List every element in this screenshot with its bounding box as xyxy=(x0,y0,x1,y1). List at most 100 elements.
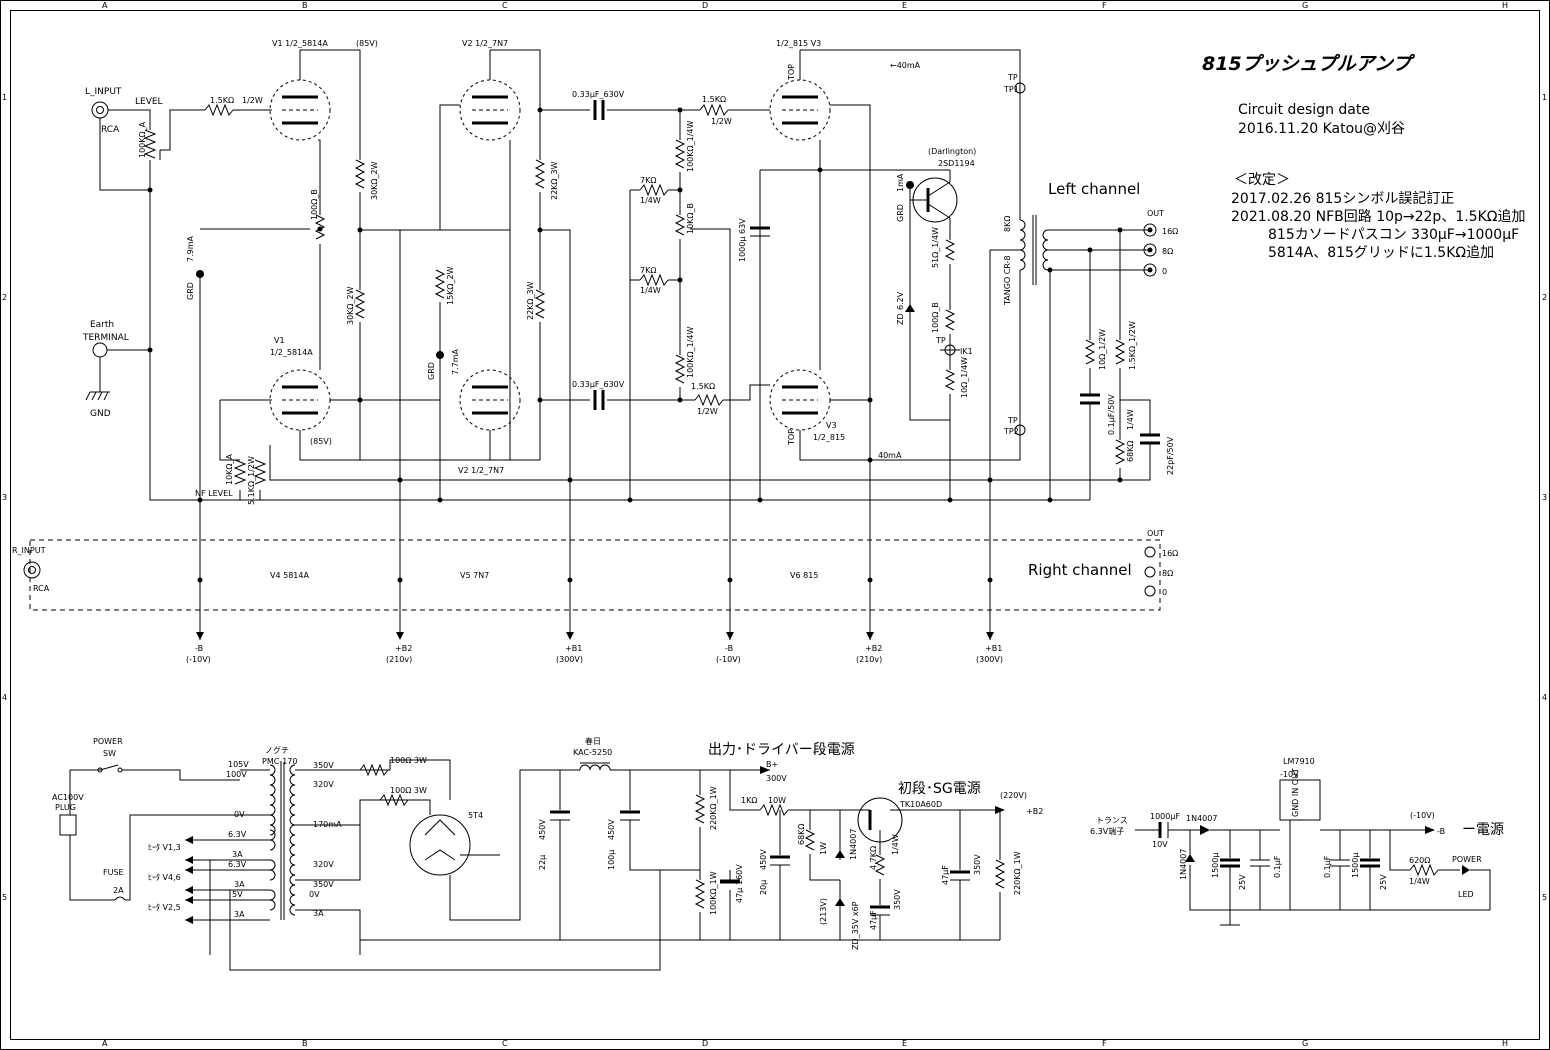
label: 3A xyxy=(234,910,245,919)
section-heading: 初段･SG電源 xyxy=(898,780,981,797)
tube-v2-top xyxy=(459,79,521,141)
out-jack-8 xyxy=(1143,243,1157,257)
label: 22μ xyxy=(538,855,547,870)
label: RCA xyxy=(33,584,50,593)
label: ノグチ xyxy=(265,745,289,755)
zone-column-label: G xyxy=(1302,1039,1308,1048)
tube-v2-bottom xyxy=(459,369,521,431)
label: 10W xyxy=(768,796,786,805)
zone-column-label: F xyxy=(1102,1039,1107,1048)
zone-column-label: H xyxy=(1502,1,1508,10)
label: FUSE xyxy=(103,868,124,877)
label: 10KΩ_B xyxy=(686,203,695,234)
label: 8Ω xyxy=(1162,569,1173,578)
zener-diode xyxy=(905,304,915,312)
revision-line: 2017.02.26 815シンボル誤記訂正 xyxy=(1231,190,1454,207)
label: 100KΩ_1/4W xyxy=(686,326,695,378)
inner-frame xyxy=(10,10,1540,1040)
label: 1/2_815 xyxy=(813,433,845,442)
right-channel-box xyxy=(29,539,1161,611)
label: KAC-5250 xyxy=(573,748,612,757)
label: 350V xyxy=(313,761,334,770)
label: (-10V) xyxy=(1410,811,1435,820)
label: ﾋｰﾀ V4,6 xyxy=(148,873,181,882)
label: 10V xyxy=(1152,840,1168,849)
fuse xyxy=(114,896,126,901)
label: 1/4W xyxy=(891,834,900,855)
label: OUT xyxy=(1147,529,1164,538)
label: PMC-170 xyxy=(262,757,297,766)
power-led xyxy=(1462,865,1470,875)
label: GND xyxy=(90,409,111,419)
label: -B xyxy=(1437,827,1445,836)
label: 20μ xyxy=(759,880,768,895)
label: 68KΩ xyxy=(1126,440,1135,462)
label: 1/2_815 V3 xyxy=(776,39,821,48)
r-out-jack-0 xyxy=(1144,585,1156,597)
label: 100Ω 3W xyxy=(390,756,427,765)
label: 1/2W xyxy=(711,117,732,126)
rail-voltage: (300V) xyxy=(976,655,1003,664)
zone-row-label: 3 xyxy=(1542,493,1547,502)
grid-stopper-resistor xyxy=(204,103,234,117)
label: TP xyxy=(935,336,946,345)
label: POWER xyxy=(93,737,123,746)
choke xyxy=(579,764,611,771)
label: 1W xyxy=(819,842,828,855)
label: 8Ω xyxy=(1162,247,1173,256)
label: 350V xyxy=(313,880,334,889)
label: 47μF xyxy=(941,865,950,885)
out-jack-0 xyxy=(1143,263,1157,277)
label: 1/2W xyxy=(242,96,263,105)
label: 47μ xyxy=(735,888,744,903)
label: 1500μ xyxy=(1211,853,1220,878)
label: V3 xyxy=(826,421,837,430)
label: L_INPUT xyxy=(85,87,122,97)
revision-line: 815カソードパスコン 330μF→1000μF xyxy=(1268,227,1519,243)
r-input-jack xyxy=(23,561,41,579)
label: AC100V xyxy=(52,793,84,802)
label: 100μ xyxy=(607,850,616,870)
label: 0V xyxy=(234,810,245,819)
label: V1 xyxy=(274,336,285,345)
label: 10KΩ_A xyxy=(225,453,234,485)
label: 3A xyxy=(313,909,324,918)
label: 16Ω xyxy=(1162,227,1178,236)
label: RCA xyxy=(101,125,120,135)
label: 1mA xyxy=(896,173,905,192)
label: 0.33μF_630V xyxy=(572,90,625,99)
label: 15KΩ_2W xyxy=(446,266,455,305)
tube-v1-top xyxy=(269,79,331,141)
zone-column-label: E xyxy=(902,1039,907,1048)
label: V1 1/2_5814A xyxy=(272,39,328,48)
heater-arrow xyxy=(185,916,193,924)
label: 5.1KΩ_1/2W xyxy=(247,456,256,505)
label: POWER xyxy=(1452,855,1482,864)
label: 4.7KΩ xyxy=(869,846,878,870)
l-input-jack xyxy=(91,101,109,119)
label: 7.9mA xyxy=(186,235,195,262)
zone-row-label: 3 xyxy=(2,493,7,502)
zone-column-label: C xyxy=(502,1039,508,1048)
label: 100KΩ_1/4W xyxy=(686,120,695,172)
label: 1000μ 63V xyxy=(738,218,747,262)
rail-arrow xyxy=(866,632,874,640)
label: 1.5KΩ xyxy=(702,95,726,104)
label: (220V) xyxy=(1000,791,1027,800)
label: 1/2_5814A xyxy=(270,348,313,357)
label: 0.1μF/50V xyxy=(1107,394,1116,435)
label: 7KΩ xyxy=(640,176,656,185)
level-pot xyxy=(143,129,157,159)
label: 220KΩ_1W xyxy=(1013,851,1022,895)
label: LM7910 xyxy=(1283,757,1315,766)
psu-wiring xyxy=(59,759,1491,971)
label: V4 5814A xyxy=(270,571,309,580)
label: R_INPUT xyxy=(12,546,46,555)
label: ﾋｰﾀ V1,3 xyxy=(148,843,181,852)
label: 40mA xyxy=(878,451,902,460)
label: -10V xyxy=(1280,770,1299,779)
label: 7.7mA xyxy=(451,348,460,375)
label: 68KΩ xyxy=(797,823,806,845)
label: B+ xyxy=(766,760,778,769)
